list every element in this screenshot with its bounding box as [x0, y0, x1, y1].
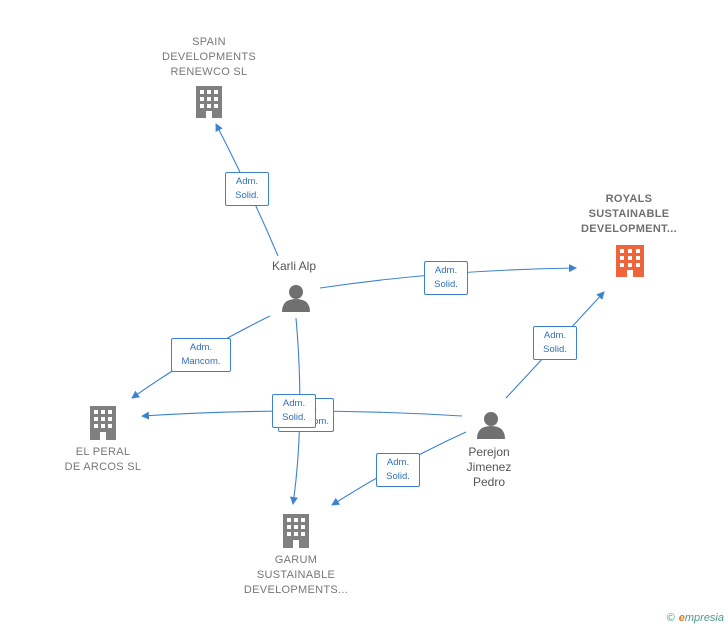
- label-line: SUSTAINABLE: [256, 569, 336, 581]
- label-line: ROYALS: [605, 193, 653, 205]
- person-label-perejon[interactable]: Perejon Jimenez Pedro: [449, 445, 529, 490]
- relation-line: Solid.: [282, 412, 306, 423]
- label-line: DEVELOPMENTS: [161, 51, 257, 63]
- relation-line: Mancom.: [181, 356, 221, 367]
- label-line: Perejon: [468, 445, 510, 459]
- label-line: SUSTAINABLE: [588, 208, 670, 220]
- relation-line: Solid.: [235, 190, 259, 201]
- copyright-icon: ©: [666, 612, 675, 624]
- company-label-garum[interactable]: GARUM SUSTAINABLE DEVELOPMENTS...: [231, 553, 361, 598]
- relation-perejon-garum[interactable]: Adm. Solid.: [376, 453, 420, 487]
- relation-line: Adm.: [235, 176, 259, 187]
- label-line: DE ARCOS SL: [64, 461, 142, 473]
- company-label-spain[interactable]: SPAIN DEVELOPMENTS RENEWCO SL: [149, 35, 269, 80]
- edges: [131, 123, 605, 506]
- relation-line: Solid.: [386, 471, 410, 482]
- label-line: SPAIN: [192, 36, 226, 48]
- company-label-elperal[interactable]: EL PERAL DE ARCOS SL: [43, 445, 163, 475]
- label-line: RENEWCO SL: [170, 66, 248, 78]
- relation-perejon-royals[interactable]: Adm. Solid.: [533, 326, 577, 360]
- relation-line: Solid.: [543, 344, 567, 355]
- building-icon-garum: [283, 514, 309, 548]
- relation-line: Solid.: [434, 279, 458, 290]
- label-line: Karli Alp: [271, 259, 317, 273]
- building-icon-spain: [196, 86, 222, 118]
- relation-line: Adm.: [543, 330, 567, 341]
- relation-line: Adm.: [189, 342, 213, 353]
- company-label-royals[interactable]: ROYALS SUSTAINABLE DEVELOPMENT...: [564, 192, 694, 237]
- brand-logo-rest: mpresia: [684, 612, 724, 624]
- person-icon-perejon: [477, 412, 505, 439]
- building-icon-elperal: [90, 406, 116, 440]
- label-line: GARUM: [274, 554, 318, 566]
- relation-karli-spain[interactable]: Adm. Solid.: [225, 172, 269, 206]
- relation-line: Adm.: [434, 265, 458, 276]
- label-line: Jimenez: [466, 460, 512, 474]
- relation-karli-royals[interactable]: Adm. Solid.: [424, 261, 468, 295]
- person-label-karli[interactable]: Karli Alp: [244, 259, 344, 274]
- label-line: Pedro: [472, 475, 506, 489]
- relation-karli-garum[interactable]: Adm. Solid.: [272, 394, 316, 428]
- brand-logo-initial: e: [678, 612, 685, 624]
- person-icon-karli: [282, 285, 310, 312]
- label-line: DEVELOPMENT...: [581, 223, 677, 235]
- label-line: EL PERAL: [75, 446, 131, 458]
- building-icon-royals: [616, 245, 644, 277]
- relation-karli-elperal[interactable]: Adm. Mancom.: [171, 338, 231, 372]
- label-line: DEVELOPMENTS...: [243, 584, 349, 596]
- relation-line: Adm.: [282, 398, 306, 409]
- brand-footer[interactable]: ©empresia: [667, 612, 724, 624]
- relation-line: Adm.: [386, 457, 410, 468]
